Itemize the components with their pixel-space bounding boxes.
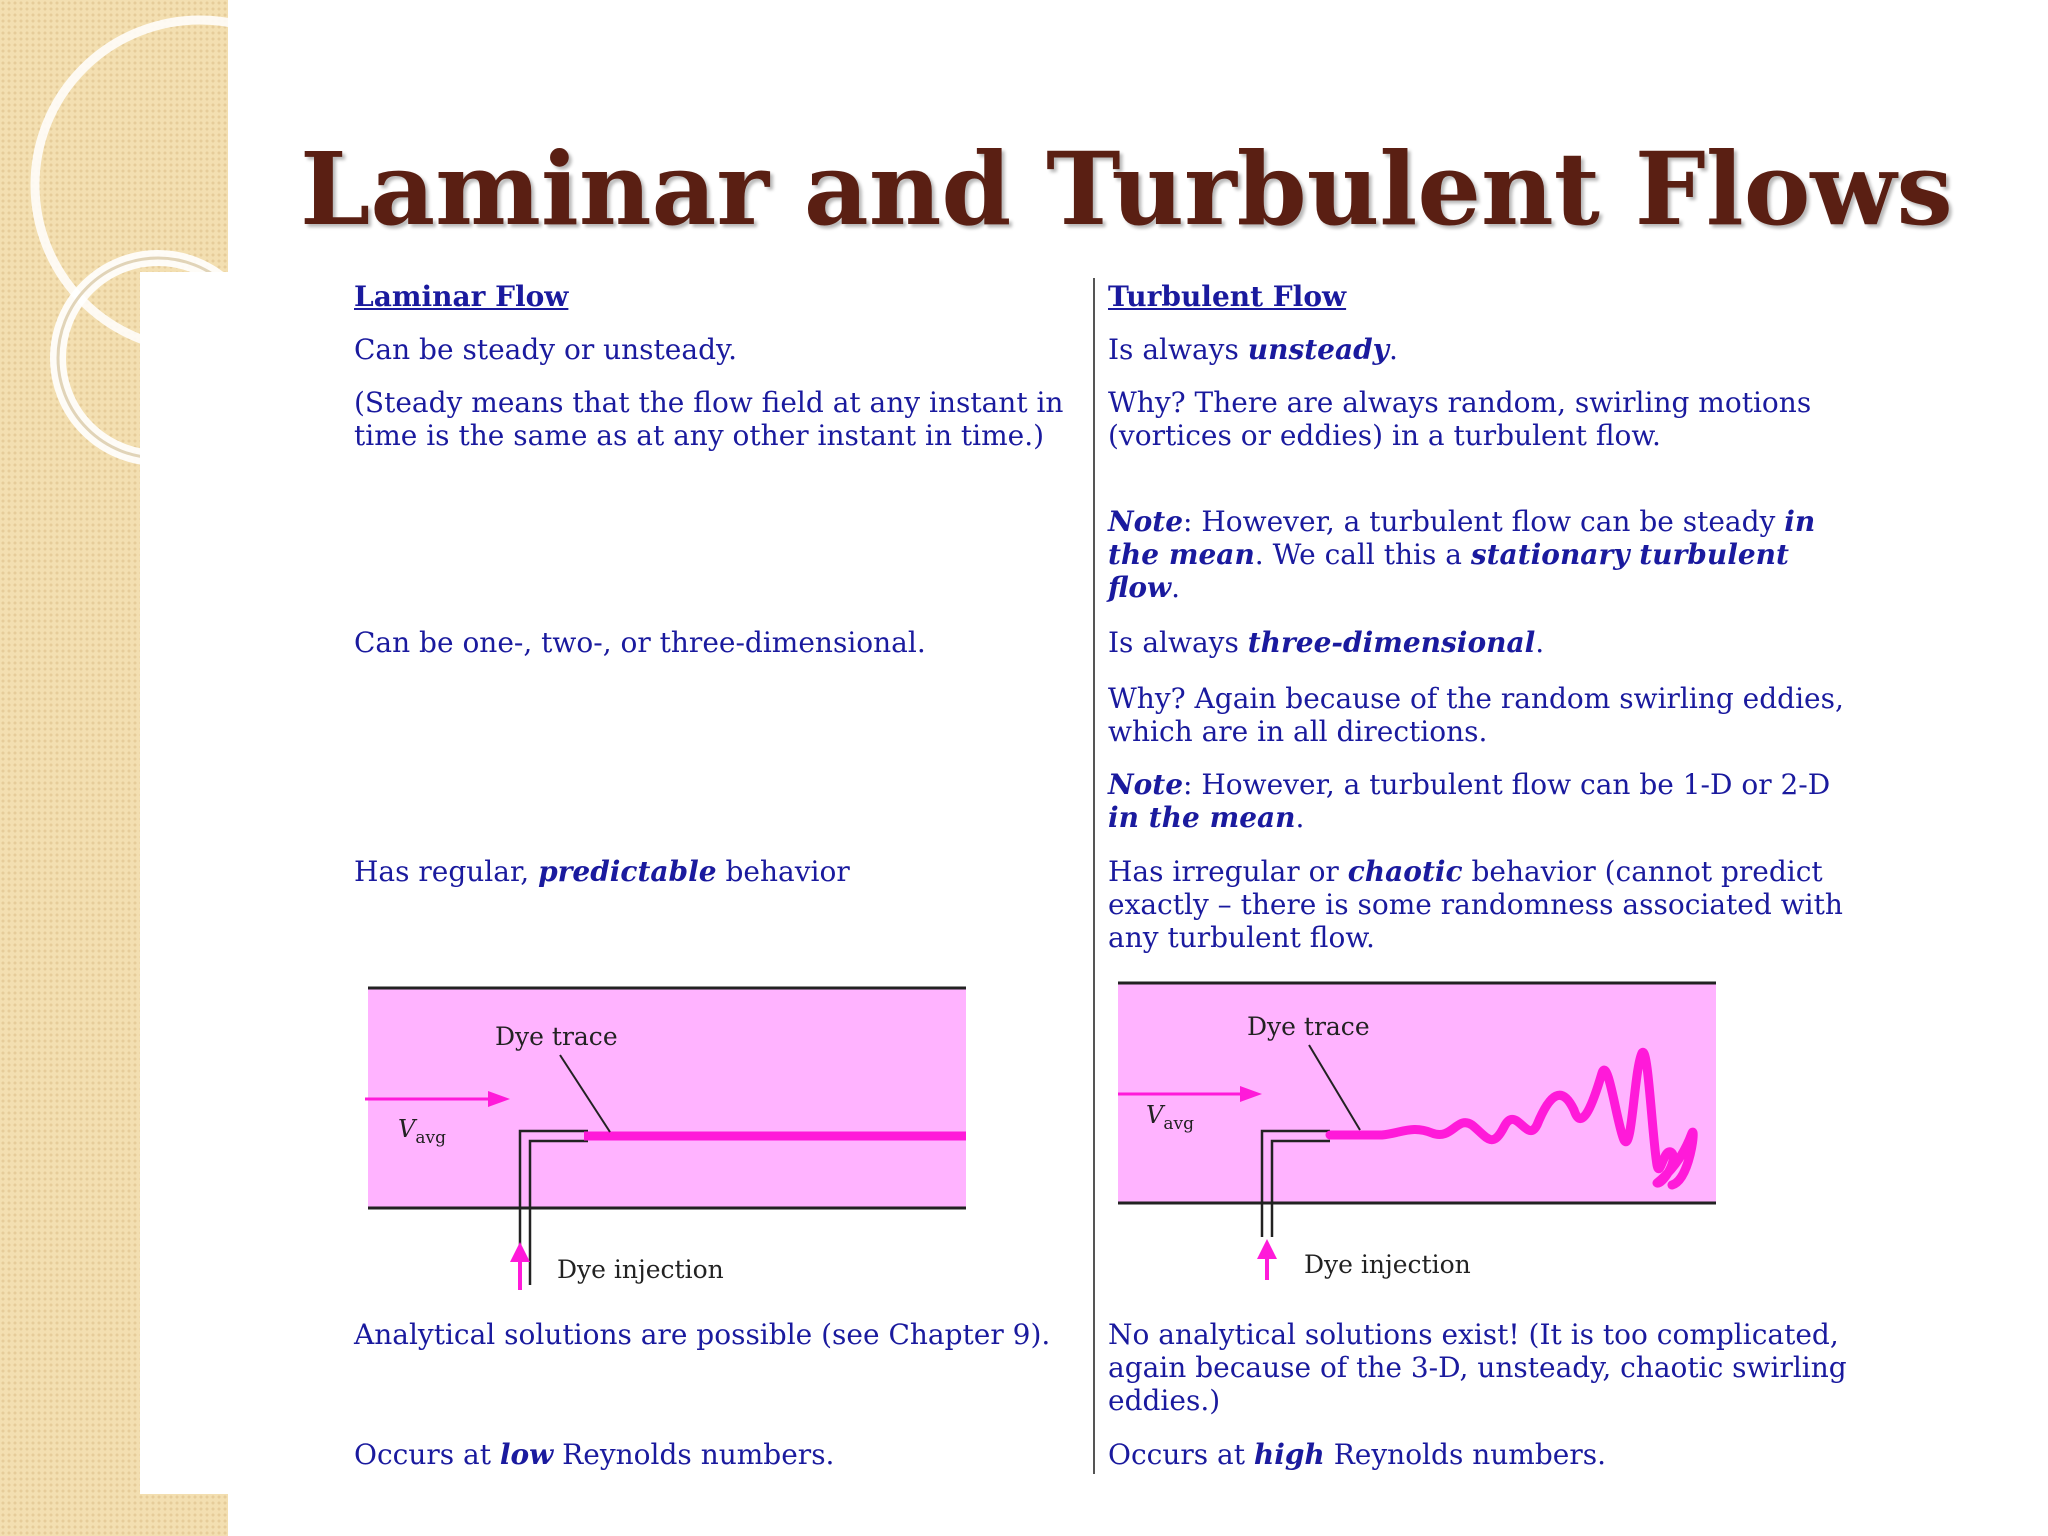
laminar-dye-trace-pointer — [559, 1054, 611, 1133]
laminar-dimension-text: Can be one-, two-, or three-dimensional. — [354, 626, 926, 659]
turbulent-dye-trace-pointer — [1308, 1044, 1361, 1131]
turbulent-why-eddies-text: Why? There are always random, swirling m… — [1108, 386, 1812, 452]
slide-title: Laminar and Turbulent Flows — [300, 130, 1953, 248]
laminar-injection-tube — [518, 1129, 588, 1285]
laminar-v-avg-label: Vavg — [398, 1115, 446, 1148]
turbulent-flow-diagram: Vavg Dye trace Dye injection — [1118, 981, 1716, 1280]
turbulent-behavior-text: Has irregular or chaotic behavior (canno… — [1108, 855, 1843, 954]
laminar-velocity-arrowhead — [488, 1091, 510, 1107]
turbulent-injection-tube — [1260, 1129, 1330, 1237]
laminar-analytical-text: Analytical solutions are possible (see C… — [354, 1318, 1051, 1351]
turbulent-note-mean-text: Note: However, a turbulent flow can be s… — [1108, 505, 1816, 604]
column-divider — [1093, 278, 1095, 1474]
turbulent-analytical-text: No analytical solutions exist! (It is to… — [1108, 1318, 1847, 1417]
laminar-behavior-text: Has regular, predictable behavior — [354, 855, 850, 888]
laminar-dye-injection-label: Dye injection — [557, 1255, 724, 1284]
turbulent-unsteady-text: Is always unsteady. — [1108, 333, 1398, 366]
laminar-steady-definition: (Steady means that the flow field at any… — [354, 386, 1064, 452]
laminar-dye-trace-label: Dye trace — [495, 1022, 618, 1051]
turbulent-heading: Turbulent Flow — [1108, 280, 1347, 313]
laminar-reynolds-text: Occurs at low Reynolds numbers. — [354, 1438, 835, 1471]
laminar-flow-diagram: Vavg Dye trace Dye injection — [365, 986, 966, 1290]
turbulent-dye-injection-label: Dye injection — [1304, 1250, 1471, 1279]
turbulent-why-directions-text: Why? Again because of the random swirlin… — [1108, 682, 1844, 748]
turbulent-velocity-arrowhead — [1240, 1086, 1262, 1102]
turbulent-reynolds-text: Occurs at high Reynolds numbers. — [1108, 1438, 1606, 1471]
turbulent-dye-trace-line — [1325, 1048, 1698, 1190]
laminar-steady-text: Can be steady or unsteady. — [354, 333, 737, 366]
laminar-heading: Laminar Flow — [354, 280, 569, 313]
turbulent-dimension-text: Is always three-dimensional. — [1108, 626, 1545, 659]
turbulent-v-avg-label: Vavg — [1146, 1101, 1194, 1134]
turbulent-note-dimension-text: Note: However, a turbulent flow can be 1… — [1108, 768, 1831, 834]
turbulent-dye-trace-label: Dye trace — [1247, 1012, 1370, 1041]
